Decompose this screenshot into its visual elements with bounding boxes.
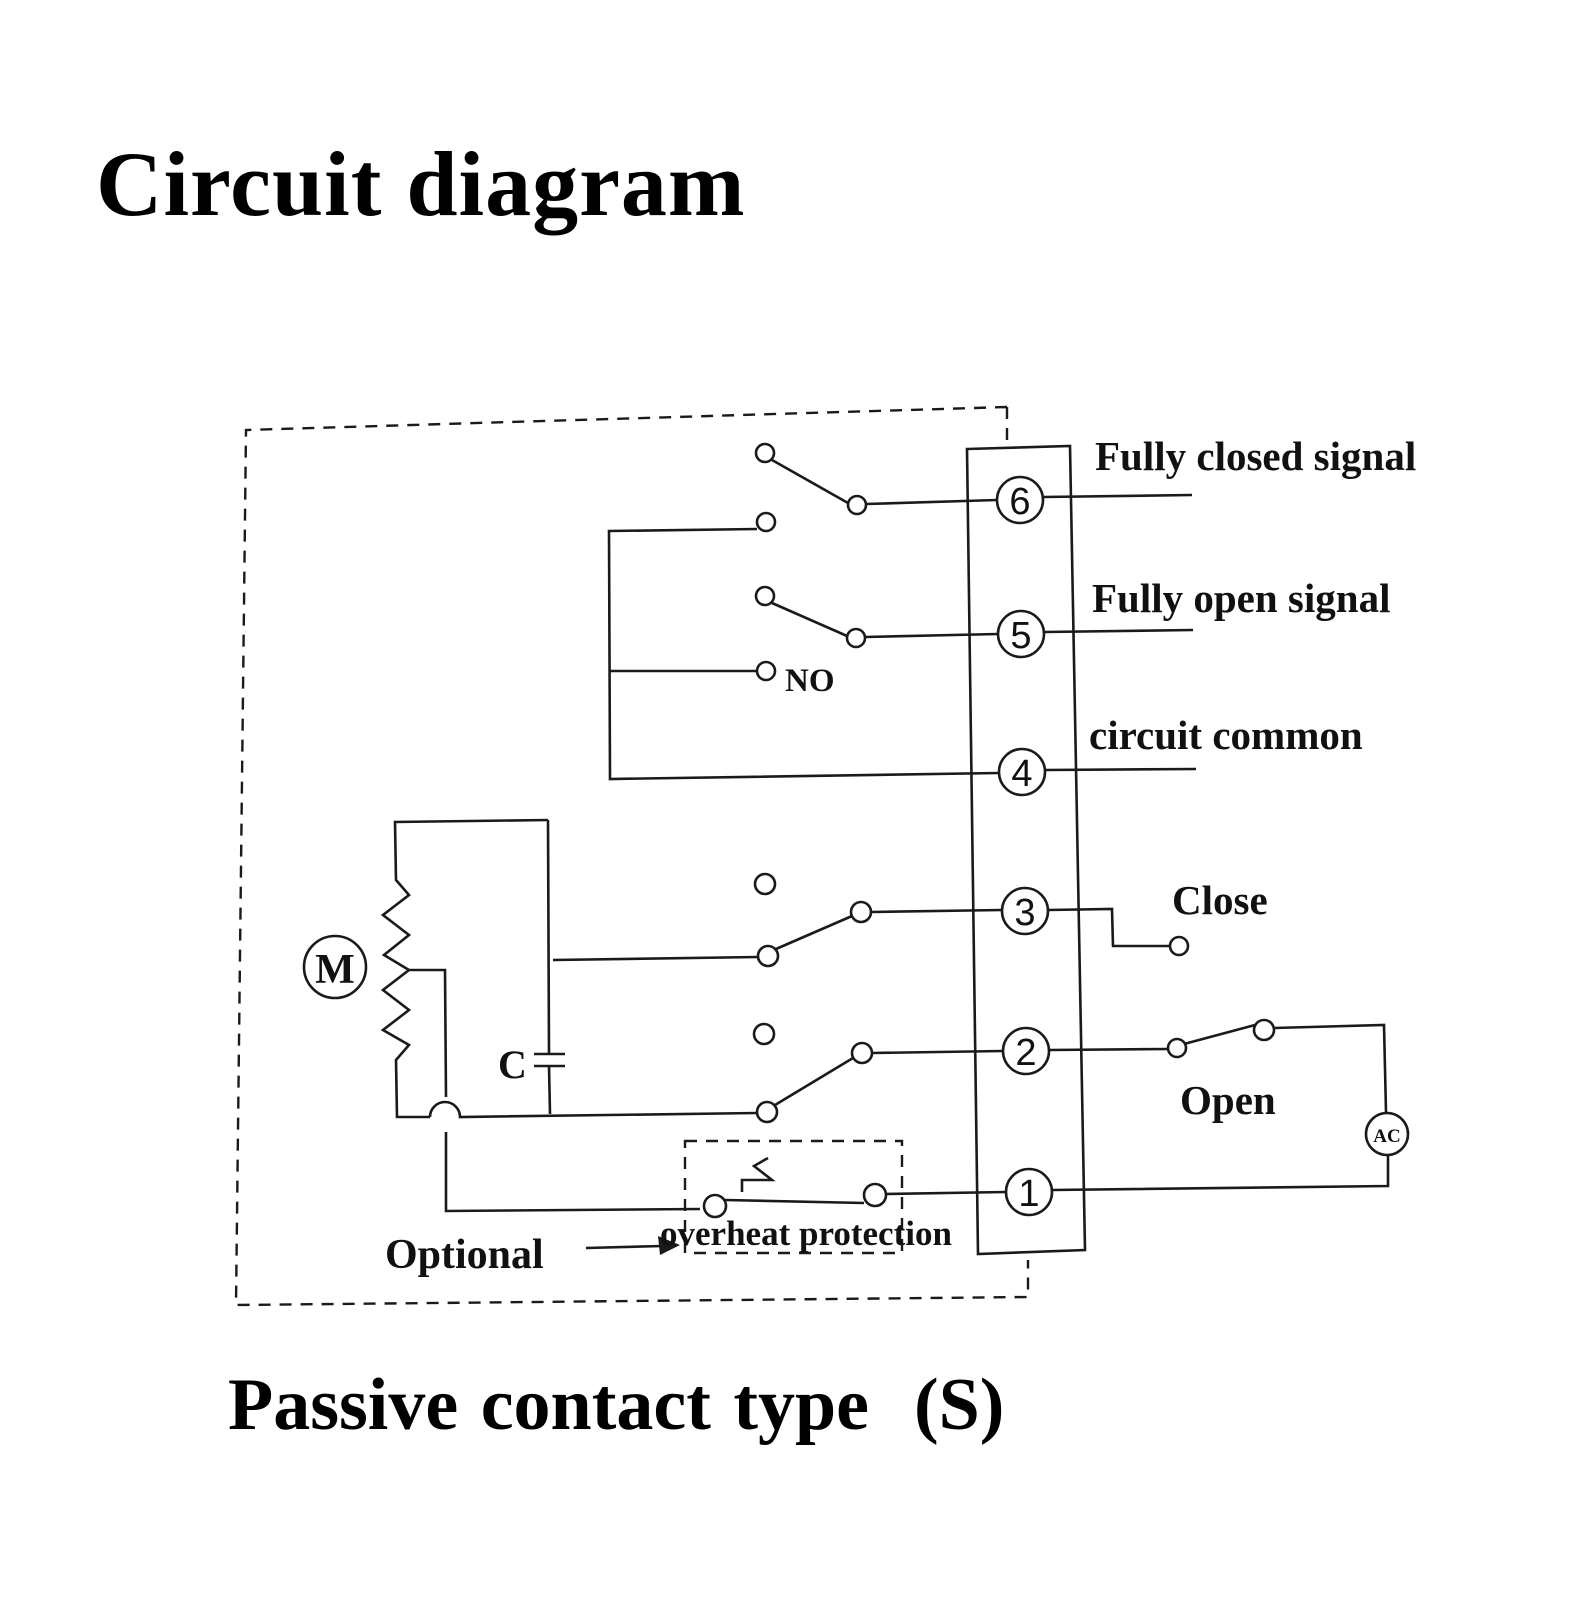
enclosure-boundary — [234, 405, 1030, 1307]
output-line-5 — [1043, 628, 1194, 634]
terminal-number: 6 — [1009, 481, 1030, 523]
terminal-block — [965, 444, 1087, 1256]
common-bus — [607, 527, 1000, 781]
terminal-5: 5 — [996, 609, 1046, 659]
terminal-number: 4 — [1011, 753, 1032, 795]
label-optional: Optional — [385, 1232, 544, 1278]
capacitor-label: C — [498, 1042, 527, 1087]
external-open-switch — [1048, 1018, 1388, 1113]
page-title: Circuit diagram — [96, 133, 746, 235]
motor-label: M — [315, 947, 355, 993]
terminal-2: 2 — [1001, 1026, 1051, 1076]
optional-arrow — [585, 1244, 663, 1250]
label-normally-open: NO — [785, 663, 835, 699]
terminal-number: 3 — [1014, 892, 1035, 934]
terminal-number: 5 — [1010, 615, 1031, 657]
label-fully-closed-signal: Fully closed signal — [1095, 433, 1416, 479]
output-line-4 — [1044, 767, 1197, 772]
output-line-6 — [1042, 493, 1193, 499]
capacitor: C — [498, 819, 565, 1115]
terminal-number: 1 — [1018, 1173, 1039, 1215]
motor-winding — [380, 818, 758, 1213]
label-close: Close — [1172, 877, 1268, 923]
ac-label: AC — [1373, 1126, 1400, 1147]
terminal-3: 3 — [1000, 886, 1050, 936]
label-open: Open — [1180, 1077, 1276, 1123]
limit-switch-closed — [754, 442, 998, 533]
external-close-line — [1047, 907, 1190, 957]
terminal-4: 4 — [997, 747, 1047, 797]
label-overheat-protection: overheat protection — [660, 1214, 952, 1253]
label-circuit-common: circuit common — [1089, 712, 1363, 758]
direction-switch-close — [552, 872, 1003, 968]
terminal-number: 2 — [1015, 1032, 1036, 1074]
direction-switch-open — [752, 1022, 1004, 1124]
terminal-1: 1 — [1004, 1167, 1054, 1217]
overheat-protection — [683, 1139, 1007, 1255]
motor-symbol: M — [302, 934, 368, 1000]
optional-arrow-head — [658, 1236, 680, 1255]
terminal-6: 6 — [995, 475, 1045, 525]
page-caption: Passive contact type (S) — [228, 1364, 1005, 1446]
ac-source: AC — [1051, 1111, 1410, 1192]
label-fully-open-signal: Fully open signal — [1092, 575, 1390, 621]
